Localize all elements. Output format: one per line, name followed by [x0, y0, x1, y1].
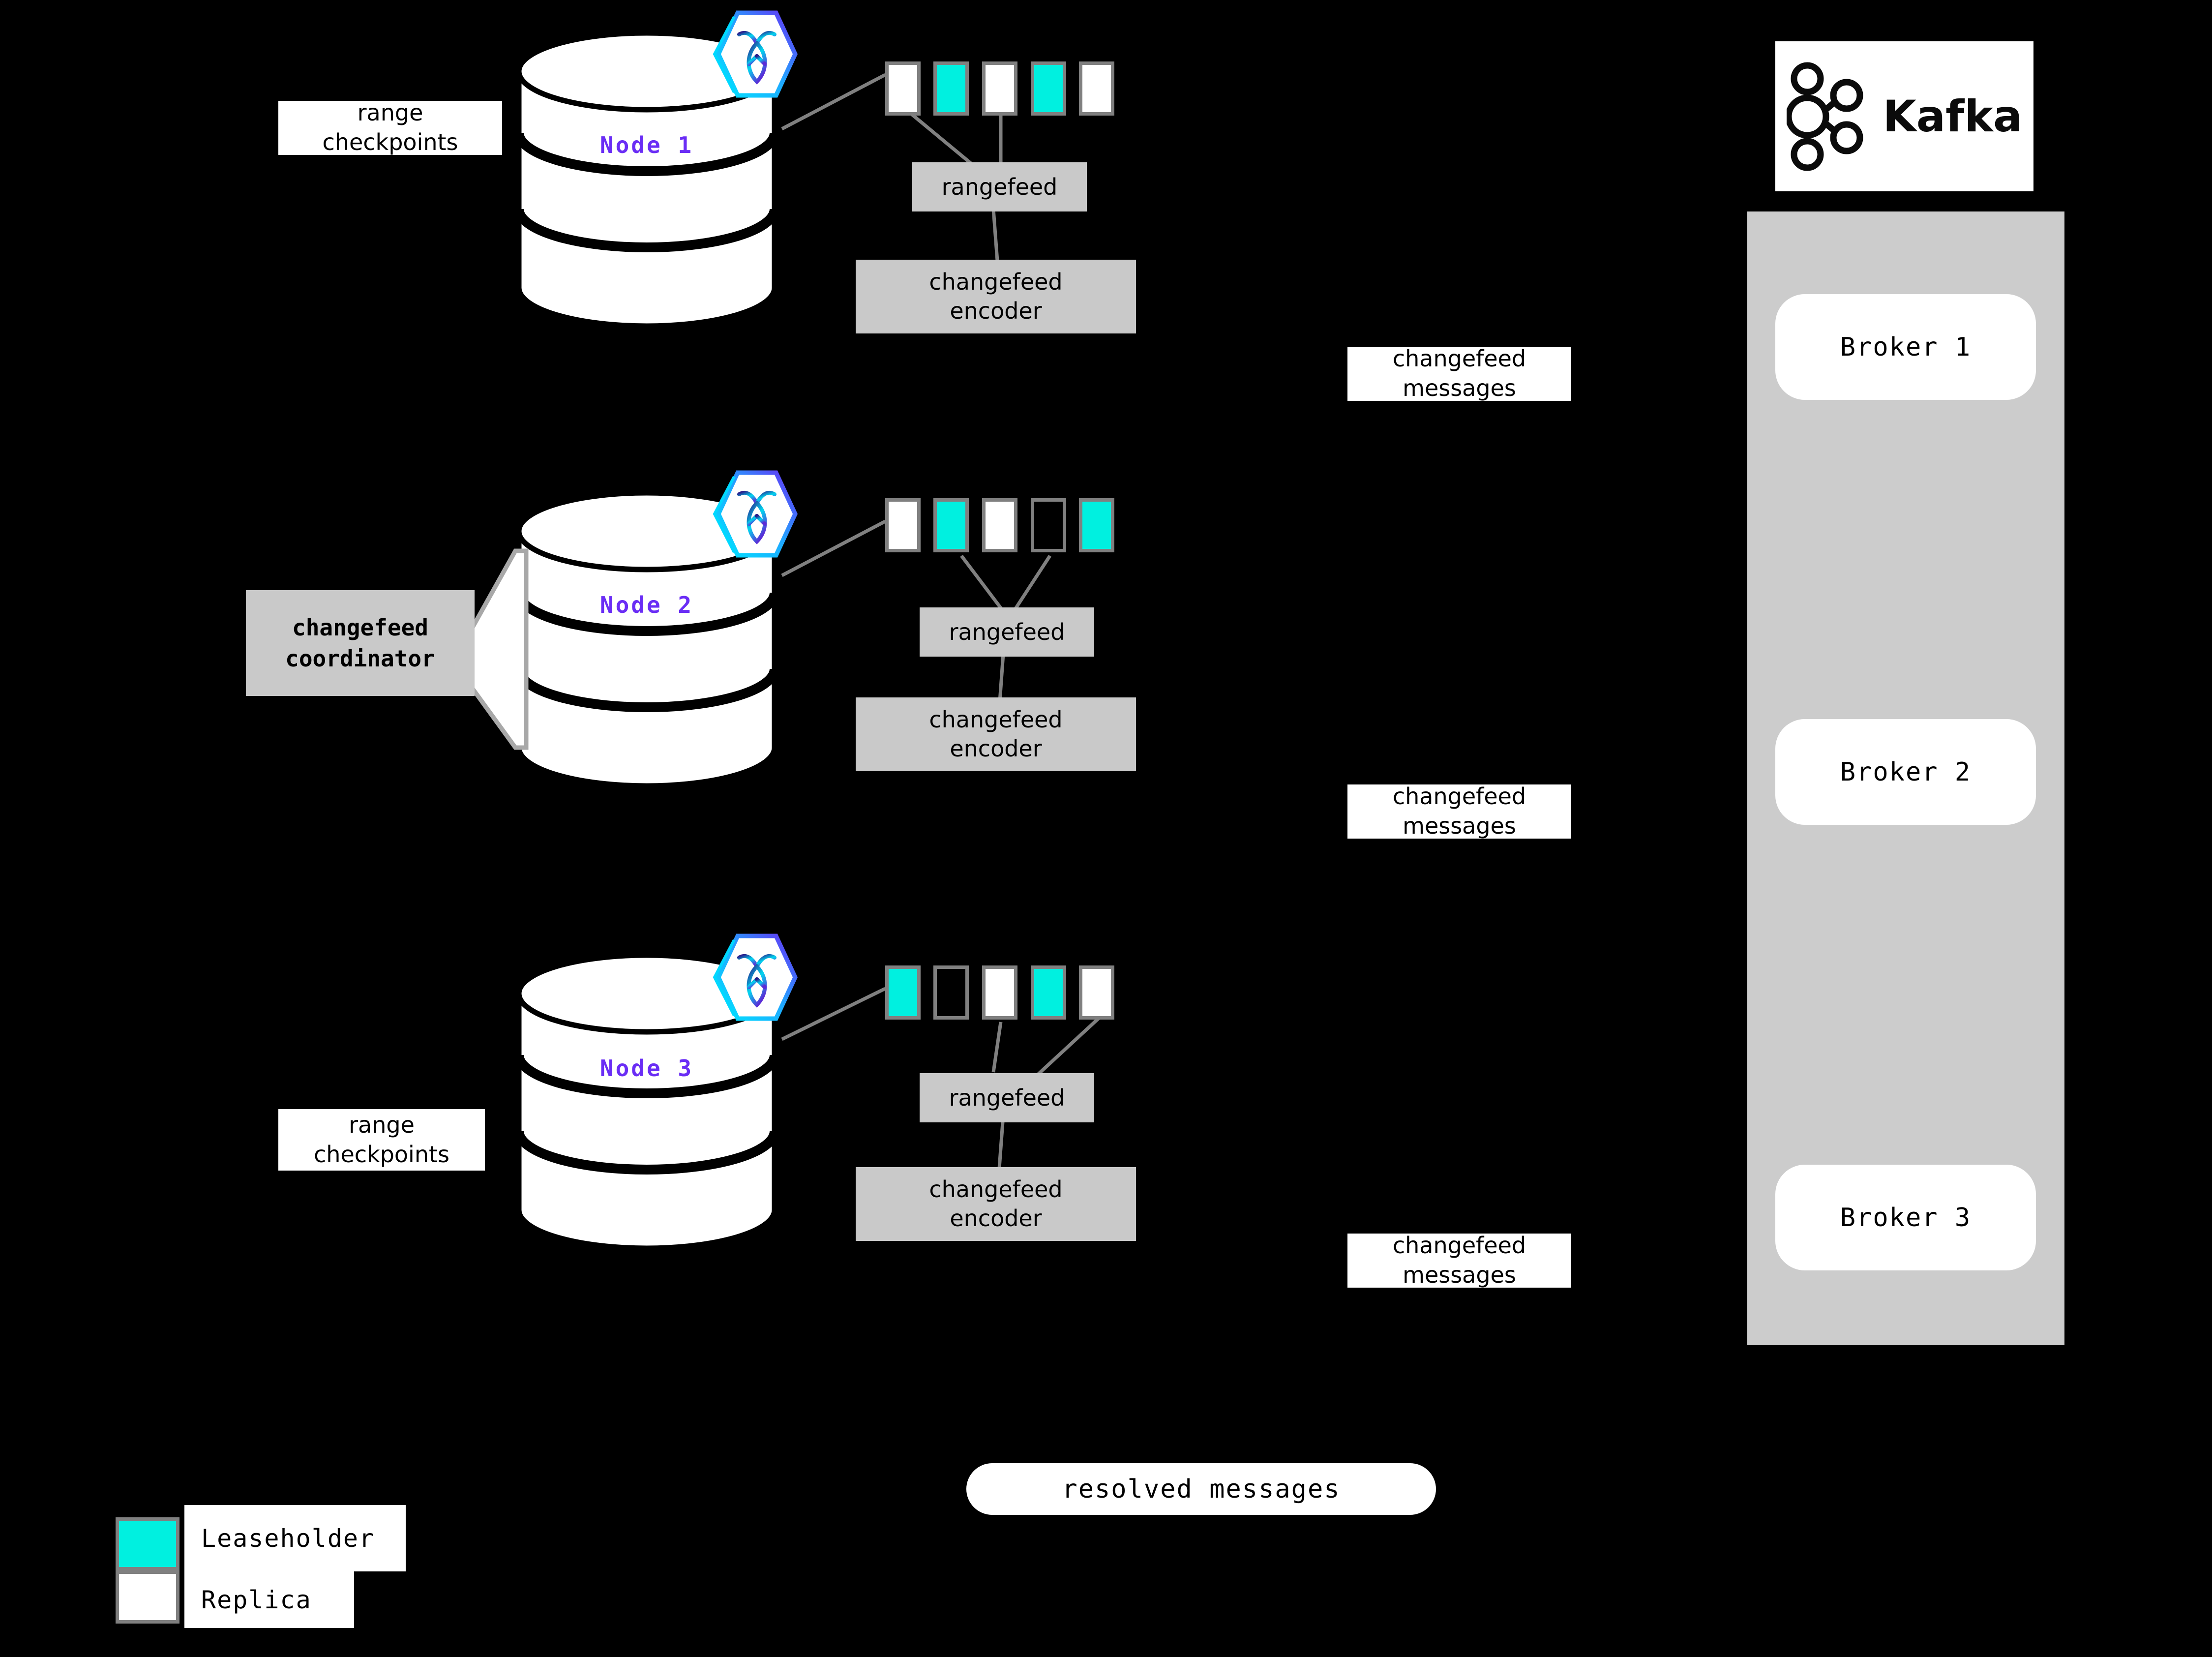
messages-line2: messages: [1403, 375, 1516, 401]
kafka-logo-box: Kafka: [1775, 41, 2033, 191]
range-cell[interactable]: [1031, 61, 1066, 116]
cockroachdb-hex-logo: [711, 9, 799, 100]
range-cell[interactable]: [933, 498, 969, 552]
kafka-logo: [1786, 62, 1863, 171]
node-1-encoder-box[interactable]: changefeed encoder: [856, 260, 1136, 333]
node-3-rangefeed-box[interactable]: rangefeed: [920, 1073, 1094, 1122]
range-cell[interactable]: [933, 61, 969, 116]
changefeed-coordinator-box[interactable]: changefeed coordinator: [246, 590, 475, 696]
legend-label-leaseholder: Leaseholder: [184, 1505, 406, 1571]
node-2-rangefeed-box[interactable]: rangefeed: [920, 607, 1094, 657]
node-3-label: Node 3: [599, 1055, 694, 1082]
broker-3[interactable]: Broker 3: [1775, 1165, 2036, 1270]
range-cell[interactable]: [982, 61, 1017, 116]
node-3-encoder-box[interactable]: changefeed encoder: [856, 1167, 1136, 1241]
node-3-cylinder: [514, 949, 779, 1254]
coordinator-line2: coordinator: [285, 645, 435, 672]
node-2-changefeed-messages-label: changefeed messages: [1347, 783, 1571, 839]
encoder-label-line1: changefeed: [929, 706, 1063, 733]
range-cell[interactable]: [1031, 965, 1066, 1020]
node-1-rangefeed-box[interactable]: rangefeed: [912, 162, 1087, 211]
encoder-label-line2: encoder: [950, 735, 1042, 762]
node-1-range-checkpoints-label: range checkpoints: [278, 99, 502, 155]
range-cell[interactable]: [885, 61, 921, 116]
encoder-label-line2: encoder: [950, 298, 1042, 324]
checkpoints-line2: checkpoints: [314, 1141, 449, 1168]
broker-label: Broker 1: [1840, 332, 1972, 362]
rangefeed-label: rangefeed: [941, 173, 1058, 200]
node-3-changefeed-messages-label: changefeed messages: [1347, 1232, 1571, 1288]
coordinator-line1: changefeed: [292, 614, 428, 641]
checkpoints-line2: checkpoints: [322, 129, 458, 155]
checkpoints-line1: range: [357, 99, 423, 126]
range-cell[interactable]: [982, 498, 1017, 552]
rangefeed-label: rangefeed: [949, 618, 1065, 645]
range-cell[interactable]: [885, 965, 921, 1020]
legend-text: Leaseholder: [201, 1524, 375, 1553]
messages-line1: changefeed: [1392, 783, 1526, 810]
node-3-range-checkpoints-label: range checkpoints: [278, 1109, 485, 1171]
range-cell[interactable]: [885, 498, 921, 552]
legend-swatch-leaseholder: [116, 1517, 179, 1570]
node-1-changefeed-messages-label: changefeed messages: [1347, 345, 1571, 401]
resolved-messages-pill: resolved messages: [966, 1463, 1436, 1515]
node-1-cylinder: [514, 27, 779, 332]
legend-swatch-replica: [116, 1570, 179, 1624]
cockroachdb-hex-logo: [711, 469, 799, 560]
broker-2[interactable]: Broker 2: [1775, 719, 2036, 825]
checkpoints-line1: range: [349, 1111, 415, 1138]
messages-line2: messages: [1403, 813, 1516, 839]
kafka-brand-label: Kafka: [1883, 91, 2023, 142]
node-2-encoder-box[interactable]: changefeed encoder: [856, 697, 1136, 771]
encoder-label-line1: changefeed: [929, 1176, 1063, 1203]
node-2-label: Node 2: [599, 592, 694, 618]
range-cell[interactable]: [1031, 498, 1066, 552]
broker-label: Broker 3: [1840, 1203, 1972, 1233]
range-cell[interactable]: [1079, 61, 1114, 116]
resolved-messages-label: resolved messages: [1062, 1474, 1341, 1504]
range-cell[interactable]: [933, 965, 969, 1020]
range-cell[interactable]: [1079, 965, 1114, 1020]
messages-line2: messages: [1403, 1262, 1516, 1288]
encoder-label-line1: changefeed: [929, 269, 1063, 296]
encoder-label-line2: encoder: [950, 1205, 1042, 1232]
node-2-cylinder: [514, 487, 779, 792]
range-cell[interactable]: [1079, 498, 1114, 552]
cockroachdb-hex-logo: [711, 932, 799, 1023]
legend-text: Replica: [201, 1585, 312, 1614]
messages-line1: changefeed: [1392, 1232, 1526, 1259]
messages-line1: changefeed: [1392, 345, 1526, 372]
legend-label-replica: Replica: [184, 1571, 354, 1628]
range-cell[interactable]: [982, 965, 1017, 1020]
broker-1[interactable]: Broker 1: [1775, 294, 2036, 400]
rangefeed-label: rangefeed: [949, 1084, 1065, 1111]
node-1-label: Node 1: [599, 132, 694, 158]
broker-label: Broker 2: [1840, 757, 1972, 787]
